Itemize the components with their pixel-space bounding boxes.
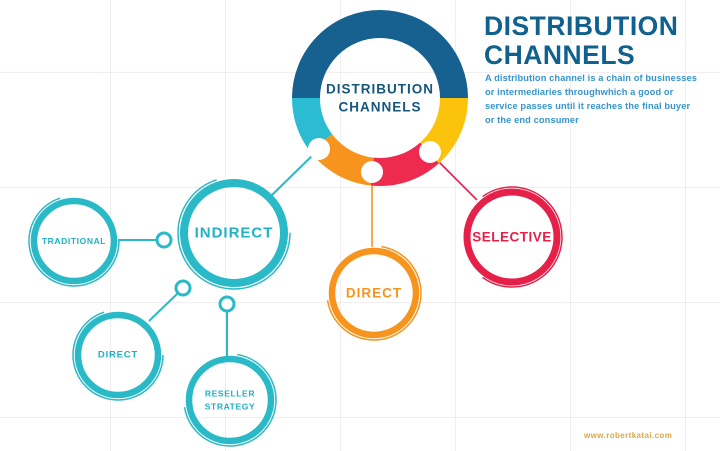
direct-sub-label: DIRECT [97, 349, 139, 361]
reseller-label: RESELLER STRATEGY [204, 388, 256, 411]
traditional-label: TRADITIONAL [41, 236, 107, 246]
watermark-url: www.robertkatai.com [584, 431, 673, 440]
donut-center-label: DISTRIBUTION CHANNELS [326, 81, 434, 114]
node-traditional-indirect [155, 231, 173, 249]
page-description: A distribution channel is a chain of bus… [485, 73, 698, 125]
selective-outer-arc [461, 186, 563, 288]
indirect-label: INDIRECT [194, 224, 274, 242]
direct-outer-arc [326, 245, 422, 341]
direct-label: DIRECT [345, 285, 403, 301]
connector-nodes [155, 231, 236, 313]
donut-node-indirect [308, 138, 330, 160]
connector-lines [118, 148, 478, 356]
donut-node-selective [419, 141, 441, 163]
traditional-outer-arc [28, 195, 120, 287]
direct-sub-outer-arc [72, 309, 164, 401]
direct-sub-ring [74, 311, 162, 399]
selective-label: SELECTIVE [472, 229, 552, 245]
indirect-ring [180, 179, 288, 287]
donut-node-direct [361, 161, 383, 183]
indirect-outer-arc [177, 176, 291, 290]
reseller-ring [185, 355, 275, 445]
category-rings [28, 176, 563, 447]
traditional-ring [30, 197, 118, 285]
donut-segment-top-half [292, 10, 468, 99]
node-indirect-direct-sub [174, 279, 192, 297]
reseller-outer-arc [183, 353, 277, 447]
direct-ring [328, 247, 420, 339]
page-title: DISTRIBUTION CHANNELS [484, 11, 679, 70]
selective-ring [463, 188, 561, 286]
donut-anchor-nodes [308, 138, 441, 183]
node-indirect-reseller [218, 295, 236, 313]
link-indirect-direct-sub [148, 292, 179, 322]
